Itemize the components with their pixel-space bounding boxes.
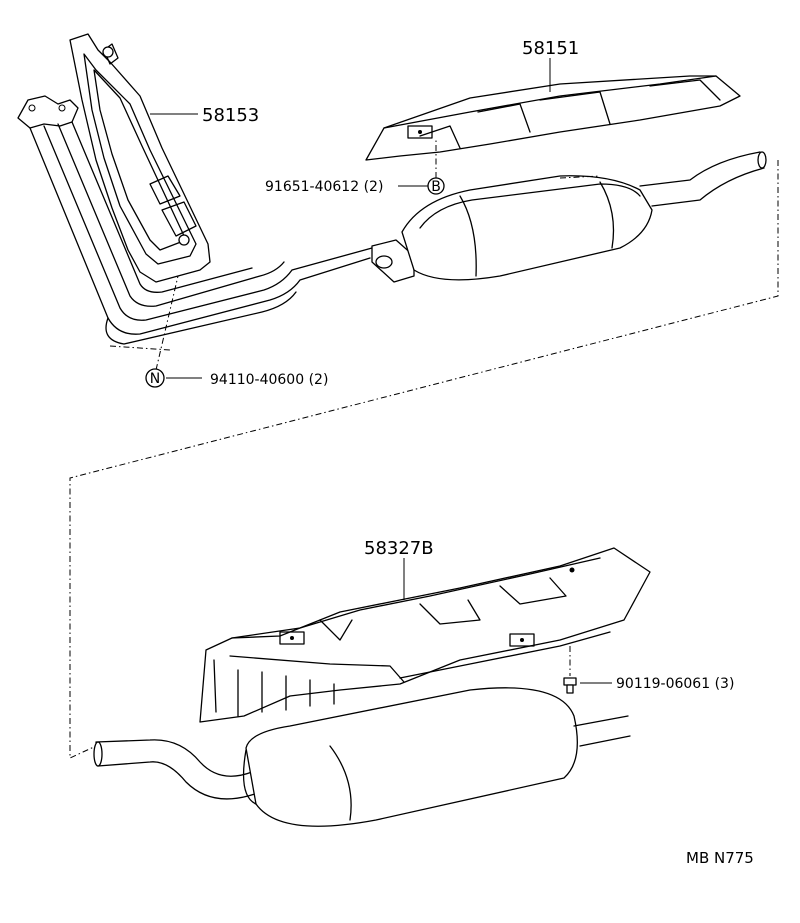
marker-n-label: N	[150, 371, 160, 387]
dash-front-pipe	[109, 345, 171, 351]
heat-insulator-58327b	[199, 547, 651, 723]
diagram-code: MB N775	[686, 849, 754, 867]
catalytic-converter	[371, 151, 767, 283]
label-58327b: 58327B	[364, 538, 434, 559]
marker-b-label: B	[431, 179, 441, 195]
exhaust-front-pipe	[17, 95, 373, 345]
bolt-90119	[563, 646, 612, 694]
label-91651: 91651-40612 (2)	[265, 179, 383, 195]
heat-insulator-58153	[69, 33, 211, 283]
label-90119: 90119-06061 (3)	[616, 676, 734, 692]
marker-n: N	[145, 368, 165, 388]
marker-b: B	[427, 177, 445, 195]
label-94110: 94110-40600 (2)	[210, 372, 328, 388]
tail-pipe-muffler	[93, 687, 631, 827]
dash-94110	[155, 275, 179, 371]
heat-insulator-58151	[365, 75, 741, 161]
label-58151: 58151	[522, 38, 579, 59]
assembly-bracket	[69, 160, 779, 759]
label-58153: 58153	[202, 105, 259, 126]
